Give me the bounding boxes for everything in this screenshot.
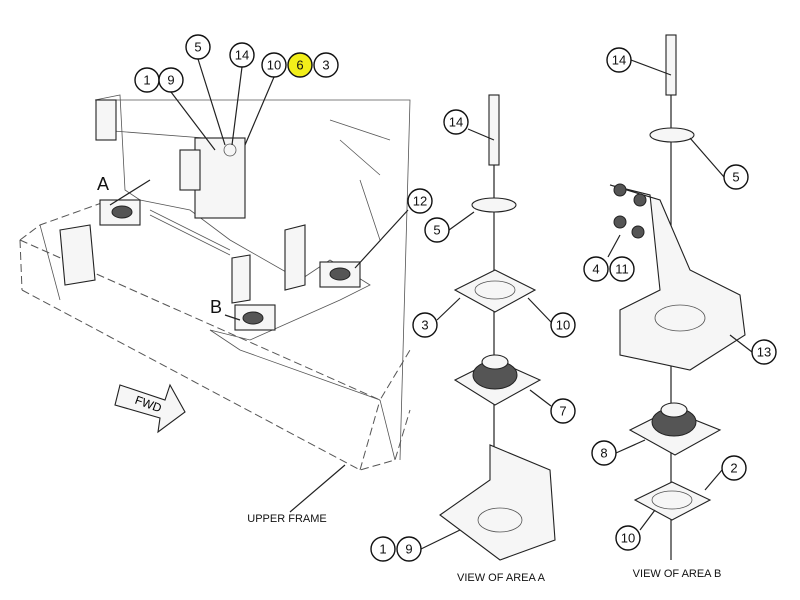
callout-3: 3 (313, 52, 339, 78)
svg-text:11: 11 (615, 262, 629, 277)
svg-text:12: 12 (413, 194, 427, 209)
callout-a-10: 10 (550, 312, 576, 338)
svg-text:10: 10 (267, 58, 281, 73)
svg-text:4: 4 (592, 262, 599, 277)
svg-text:13: 13 (757, 345, 771, 360)
callout-b-14: 14 (606, 47, 632, 73)
view-a-title: VIEW OF AREA A (457, 572, 546, 584)
upper-frame-label: UPPER FRAME (247, 513, 326, 525)
svg-text:14: 14 (235, 48, 249, 63)
svg-text:8: 8 (600, 446, 607, 461)
svg-text:1: 1 (143, 73, 150, 88)
area-b-label: B (210, 297, 222, 317)
callout-14: 14 (229, 42, 255, 68)
callout-b-10: 10 (615, 525, 641, 551)
callout-6-highlighted[interactable]: 6 (287, 52, 313, 78)
upper-frame-drawing (19, 94, 411, 471)
callout-a-5: 5 (424, 217, 450, 243)
callout-a-14: 14 (443, 109, 469, 135)
view-b-title: VIEW OF AREA B (633, 568, 722, 580)
callout-b-13: 13 (751, 339, 777, 365)
area-a-label: A (97, 174, 109, 194)
callout-1: 1 (134, 67, 160, 93)
callout-12: 12 (407, 188, 433, 214)
callout-a-9: 9 (396, 536, 422, 562)
callout-b-5: 5 (723, 164, 749, 190)
svg-text:1: 1 (379, 542, 386, 557)
callout-a-7: 7 (550, 398, 576, 424)
svg-text:14: 14 (612, 53, 626, 68)
callout-b-11: 11 (609, 256, 635, 282)
view-b-drawing (607, 34, 753, 560)
svg-text:9: 9 (167, 73, 174, 88)
callout-9: 9 (158, 67, 184, 93)
svg-text:14: 14 (449, 115, 463, 130)
callout-5: 5 (185, 34, 211, 60)
svg-text:10: 10 (621, 531, 635, 546)
svg-text:10: 10 (556, 318, 570, 333)
svg-text:6: 6 (296, 58, 303, 73)
callout-10: 10 (261, 52, 287, 78)
callout-b-2: 2 (721, 455, 747, 481)
callout-b-4: 4 (583, 256, 609, 282)
svg-text:9: 9 (405, 542, 412, 557)
fwd-arrow: FWD (114, 383, 186, 434)
svg-text:5: 5 (433, 223, 440, 238)
svg-text:5: 5 (194, 40, 201, 55)
callout-a-3: 3 (412, 312, 438, 338)
svg-text:7: 7 (559, 404, 566, 419)
callout-a-1: 1 (370, 536, 396, 562)
view-a-drawing (420, 94, 556, 561)
svg-text:2: 2 (730, 461, 737, 476)
svg-text:5: 5 (732, 170, 739, 185)
svg-text:3: 3 (421, 318, 428, 333)
svg-text:3: 3 (322, 58, 329, 73)
callout-b-8: 8 (591, 440, 617, 466)
